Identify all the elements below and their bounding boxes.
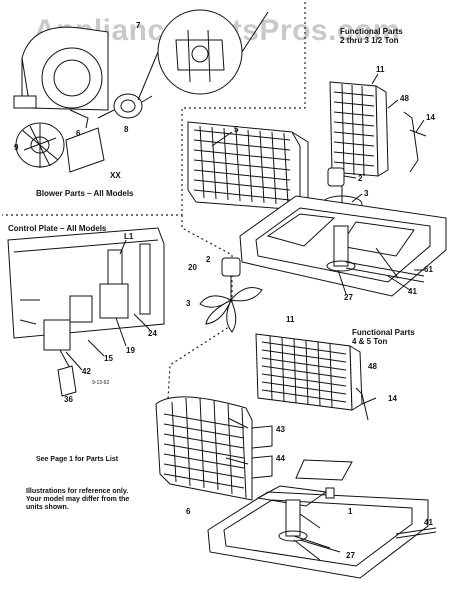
callout: XX [110,171,121,180]
title-functional-small: Functional Parts 2 thru 3 1/2 Ton [340,27,403,45]
callout: 1 [348,507,353,516]
disclaimer-line-2: Your model may differ from the [26,496,130,504]
title-functional-large-line1: Functional Parts [352,328,415,337]
disclaimer-line-3: units shown. [26,504,69,512]
callout: 6 [186,507,191,516]
control-plate [7,227,165,397]
callout: 3 [186,299,191,308]
callout: 19 [126,346,135,355]
callout: 6 [76,129,81,138]
callout: 42 [82,367,91,376]
callout: 27 [346,551,355,560]
title-functional-small-line1: Functional Parts [340,27,403,36]
functional-parts-small [187,81,447,297]
callout: 14 [426,113,435,122]
base-pan-large [207,491,429,579]
callout: 27 [344,293,353,302]
drawing-code: 9-13-92 [92,380,110,386]
callout: L1 [124,232,134,241]
callout: 41 [424,518,433,527]
callout: 11 [286,315,295,324]
callout: 9 [14,143,19,152]
divider-control [163,215,233,471]
disclaimer-note: Illustrations for reference only. Your m… [26,488,129,512]
callout: 5 [234,125,239,134]
callout: 8 [124,125,129,134]
fan-and-motor [199,257,263,333]
callout: 11 [376,65,385,74]
callout: 41 [408,287,417,296]
callout: 48 [368,362,377,371]
callout: 43 [276,425,285,434]
callout: 61 [424,265,433,274]
title-functional-small-line2: 2 thru 3 1/2 Ton [340,36,399,46]
title-functional-large-line2: 4 & 5 Ton [352,337,388,347]
leader-lines [65,73,425,553]
divider-blower [2,2,306,216]
blower-assembly [13,9,269,173]
title-control: Control Plate – All Models [8,224,107,233]
functional-parts-large [155,333,437,579]
callout: 14 [388,394,397,403]
callout: 36 [64,395,73,404]
callout: 2 [358,174,363,183]
callout: 7 [136,21,141,30]
callout: 20 [188,263,197,272]
disclaimer-line-1: Illustrations for reference only. [26,488,129,495]
callout: 24 [148,329,157,338]
callout: 44 [276,454,285,463]
title-functional-large: Functional Parts 4 & 5 Ton [352,328,415,346]
callout: 48 [400,94,409,103]
callout: 3 [364,189,369,198]
see-page-note: See Page 1 for Parts List [36,456,119,463]
callout: 15 [104,354,113,363]
title-blower: Blower Parts – All Models [36,189,134,198]
callout: 2 [206,255,211,264]
